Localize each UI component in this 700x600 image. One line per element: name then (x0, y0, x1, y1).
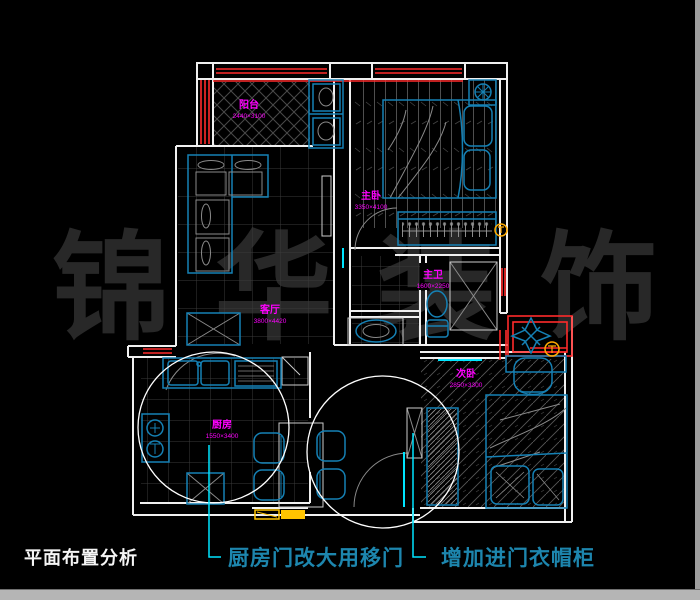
kitchen-sink-counter (162, 357, 282, 389)
entry-door-frame (499, 330, 507, 360)
balcony-floor-hatch (213, 82, 310, 145)
room-labels: 阳台 2440×3100 主卧 3350×4100 客厅 3800×4420 主… (206, 98, 483, 440)
svg-text:2440×3100: 2440×3100 (233, 113, 266, 120)
vanity-basin (355, 319, 397, 343)
kitchen-window (143, 348, 172, 354)
shoe-cabinet-cross (406, 407, 423, 459)
orange-symbols (494, 223, 560, 357)
coffee-table (186, 312, 241, 346)
switch-icon (494, 223, 508, 237)
coffee-table-cross (186, 312, 241, 346)
svg-text:1550×3400: 1550×3400 (206, 433, 239, 440)
wardrobe (397, 211, 497, 246)
svg-text:主卧: 主卧 (361, 189, 381, 202)
page-title: 平面布置分析 (24, 548, 138, 568)
entry-highlight-circle (306, 375, 460, 529)
right-wall-window (501, 268, 506, 296)
sliding-door-highlight (254, 509, 305, 520)
desk-and-chair (505, 355, 567, 395)
room-label-kitchen: 厨房 1550×3400 (206, 418, 239, 440)
light-fixtures (278, 175, 498, 508)
callout-entry-closet: 增加进门衣帽柜 (441, 547, 595, 570)
windows-and-door-frames (143, 68, 573, 360)
second-bed (485, 394, 568, 509)
plant-icon (510, 316, 552, 355)
room-label-balcony: 阳台 2440×3100 (233, 98, 266, 120)
fridge-cabinet (186, 472, 225, 505)
callout-kitchen-door: 厨房门改大用移门 (228, 547, 404, 570)
svg-text:厨房: 厨房 (212, 418, 232, 431)
master-bed (382, 99, 497, 199)
analysis-circles (137, 351, 460, 529)
entry-closet-leader (412, 433, 426, 558)
toilet (426, 290, 449, 338)
svg-text:客厅: 客厅 (259, 303, 280, 316)
entry-coat-closet (426, 407, 459, 506)
svg-text:1600×2250: 1600×2250 (417, 283, 450, 290)
tv-unit (321, 175, 332, 237)
kitchen-highlight-circle (137, 351, 290, 504)
callout-leaders (208, 433, 426, 558)
viewer-bottom-edge[interactable] (0, 589, 700, 600)
shower-cross (449, 261, 498, 331)
doorbell-icon (544, 341, 560, 357)
svg-text:2850×3300: 2850×3300 (450, 382, 483, 389)
walls (127, 62, 573, 523)
shower-area (449, 261, 498, 331)
svg-text:次卧: 次卧 (456, 367, 476, 380)
room-label-second-bedroom: 次卧 2850×3300 (450, 367, 483, 389)
svg-text:主卫: 主卫 (423, 268, 443, 281)
fridge-cross (186, 472, 225, 505)
bed1-blanket-folds (387, 105, 447, 199)
room-label-master-bedroom: 主卧 3350×4100 (355, 189, 388, 211)
cyan-accents (342, 248, 482, 507)
svg-text:阳台: 阳台 (239, 98, 259, 111)
kitchen-shelf (281, 356, 309, 386)
hallway-tile-floor (352, 256, 420, 344)
shoe-cabinet (406, 407, 423, 459)
living-room-tile-floor (178, 147, 333, 344)
svg-text:3800×4420: 3800×4420 (254, 318, 287, 325)
svg-text:3350×4100: 3350×4100 (355, 204, 388, 211)
bedroom-door-arc (353, 452, 409, 508)
kitchen-door-leader (208, 445, 221, 558)
vanity-counter (347, 317, 404, 346)
room-label-master-bath: 主卫 1600×2250 (417, 268, 450, 290)
furniture (141, 79, 568, 509)
master-bedroom-door-arc (354, 207, 398, 251)
viewer-right-edge[interactable] (695, 0, 700, 600)
top-wall-windows (216, 68, 462, 74)
sofa (187, 154, 269, 274)
dining-chairs (253, 430, 346, 501)
utility-bathroom (308, 79, 344, 149)
kitchen-door-arc (165, 352, 236, 391)
gas-stove (141, 413, 170, 463)
balcony-window (200, 80, 210, 144)
room-label-living-room: 客厅 3800×4420 (254, 303, 287, 325)
